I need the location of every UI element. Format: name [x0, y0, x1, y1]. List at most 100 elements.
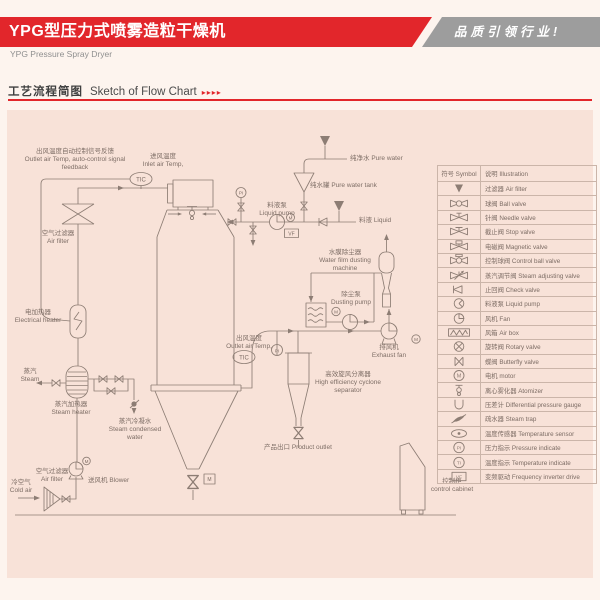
- svg-text:M: M: [414, 337, 418, 342]
- legend-row: 料液泵 Liquid pump: [438, 296, 596, 311]
- label-control-cabinet: 控制柜 control cabinet: [430, 478, 474, 494]
- label-steam-heater: 蒸汽加热器 Steam heater: [51, 401, 91, 417]
- legend-header-row: 符号 Symbol 说明 Illustration: [438, 166, 596, 181]
- legend-row: 止回阀 Check valve: [438, 281, 596, 297]
- section-divider: [8, 99, 592, 101]
- blower-fan-symbol: M: [59, 456, 91, 503]
- steam-inlet-line: [36, 379, 66, 387]
- legend-row: PI 压力指示 Pressure indicate: [438, 440, 596, 455]
- banner-red: YPG型压力式喷雾造粒干燥机: [0, 17, 432, 47]
- legend-row: M 电机 motor: [438, 368, 596, 383]
- svg-text:M: M: [334, 310, 338, 315]
- steam-adjusting-valve-icon: [438, 268, 481, 282]
- legend-header-illustration: 说明 Illustration: [485, 171, 529, 178]
- label-blower: 送风机 Blower: [88, 477, 130, 484]
- label-steam-condensed: 蒸汽冷凝水 Steam condensed water: [108, 418, 162, 442]
- svg-text:TI: TI: [457, 460, 461, 466]
- svg-text:M: M: [207, 477, 211, 483]
- page-title: YPG型压力式喷雾造粒干燥机: [9, 23, 226, 40]
- motor-icon: M: [438, 369, 481, 383]
- label-dusting-pump: 除尘泵 Dusting pump: [330, 291, 372, 307]
- legend-row: 疏水器 Steam trap: [438, 411, 596, 426]
- svg-text:TIC: TIC: [239, 356, 249, 362]
- label-liquid-pump: 料液泵 Liquid pump: [259, 202, 295, 218]
- label-inlet-air-temp: 进风温度 Inlet air Temp,: [142, 153, 184, 169]
- svg-text:VF: VF: [456, 474, 462, 480]
- steam-heater-symbol: [65, 365, 89, 462]
- atomizer-icon: [438, 383, 481, 397]
- legend-row: 控制球阀 Control ball valve: [438, 252, 596, 268]
- legend-table: 符号 Symbol 说明 Illustration 过滤器 Air filter…: [437, 165, 597, 485]
- diff-pressure-gauge-icon: [438, 397, 481, 412]
- legend-row: 球阀 Ball valve: [438, 195, 596, 210]
- label-air-filter-bottom: 空气过滤器 Air filter: [35, 468, 69, 484]
- steam-trap-icon: [438, 412, 481, 426]
- liquid-feed-line: PI: [227, 187, 356, 246]
- label-outlet-air-temp: 出风温度 Outlet air Temp,: [226, 335, 272, 351]
- legend-row: 风箱 Air box: [438, 324, 596, 340]
- label-liquid: 料液 Liquid: [359, 217, 392, 224]
- section-title-zh: 工艺流程简图: [8, 86, 83, 98]
- svg-text:VF: VF: [288, 231, 294, 237]
- ball-valve-icon: [438, 196, 481, 210]
- legend-row: 压差计 Differential pressure gauge: [438, 396, 596, 412]
- liquid-pump-symbol: M VF: [269, 213, 299, 238]
- legend-row: 截止阀 Stop valve: [438, 224, 596, 239]
- legend-row: 离心雾化器 Atomizer: [438, 382, 596, 397]
- legend-header-symbol: 符号 Symbol: [438, 166, 481, 181]
- frequency-inverter-drive-icon: VF: [438, 469, 481, 484]
- pressure-indicate-icon: PI: [438, 441, 481, 455]
- label-air-filter-top: 空气过滤器 Air filter: [41, 230, 75, 246]
- legend-row: VF 变频驱动 Frequency inverter drive: [438, 468, 596, 484]
- needle-valve-icon: [438, 210, 481, 225]
- label-exhaust-fan: 排风机 Exhaust fan: [371, 344, 407, 360]
- svg-text:PI: PI: [239, 191, 243, 196]
- section-arrows-icon: ▸▸▸▸: [201, 88, 222, 97]
- exhaust-fan-symbol: M: [380, 309, 421, 345]
- water-film-dusting-machine-symbol: [378, 234, 395, 308]
- label-water-film-machine: 水膜除尘器 Water film dusting machine: [319, 249, 371, 273]
- magnetic-valve-icon: [438, 239, 481, 253]
- hot-air-box-symbol: [167, 179, 214, 210]
- label-pure-water: 纯净水 Pure water: [350, 155, 403, 162]
- stop-valve-icon: [438, 225, 481, 239]
- svg-text:TIC: TIC: [136, 178, 146, 184]
- check-valve-icon: [438, 282, 481, 297]
- temperature-indicate-icon: TI: [438, 455, 481, 469]
- butterfly-valve-icon: [438, 354, 481, 369]
- banner-slogan: 品质引领行业!: [422, 17, 600, 47]
- atomizer-symbol: [168, 206, 216, 221]
- slogan-text: 品质引领行业!: [454, 25, 562, 39]
- svg-text:M: M: [457, 374, 462, 380]
- dusting-pump-symbol: M: [326, 306, 374, 330]
- legend-row: 风机 Fan: [438, 310, 596, 325]
- page-subtitle: YPG Pressure Spray Dryer: [10, 49, 113, 59]
- legend-row: 蝶阀 Butterfly valve: [438, 353, 596, 369]
- label-pure-water-tank: 纯水罐 Pure water tank: [310, 182, 377, 189]
- section-title-en: Sketch of Flow Chart: [90, 86, 197, 98]
- air-box-icon: [438, 325, 481, 340]
- air-filter-top-symbol: [61, 203, 95, 305]
- legend-row: 电磁阀 Magnetic valve: [438, 238, 596, 253]
- label-steam: 蒸汽 Steam: [20, 368, 40, 384]
- label-cold-air: 冷空气 Cold air: [9, 479, 33, 495]
- svg-text:PI: PI: [457, 446, 462, 452]
- air-filter-icon: [438, 182, 481, 196]
- label-electrical-heater: 电加热器 Electrical heater: [14, 309, 62, 325]
- condensate-line: [88, 375, 140, 414]
- temperature-sensor-icon: [438, 426, 481, 441]
- control-ball-valve-icon: [438, 253, 481, 268]
- cold-air-filter-symbol: [18, 486, 61, 512]
- tower-outlet-duct: TIC PI: [232, 328, 381, 389]
- pure-water-line: [293, 136, 347, 222]
- legend-row: 针阀 Needle valve: [438, 209, 596, 225]
- liquid-pump-icon: [438, 297, 481, 311]
- label-product-outlet: 产品出口 Product outlet: [264, 444, 332, 451]
- drying-tower: M: [150, 209, 242, 500]
- cyclone-separator-symbol: [285, 331, 312, 448]
- legend-row: 温度传感器 Temperature sensor: [438, 425, 596, 441]
- control-cabinet-symbol: [399, 442, 426, 515]
- inlet-tic-instrument: TIC: [129, 172, 153, 189]
